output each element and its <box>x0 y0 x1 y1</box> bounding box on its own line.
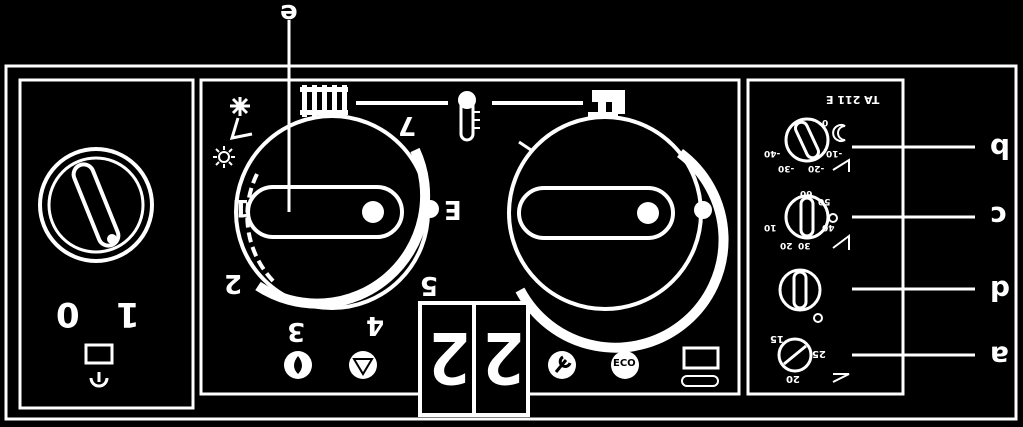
water-pointer <box>694 201 712 219</box>
eco-label: ECO <box>613 358 636 369</box>
heating-dial[interactable] <box>234 114 439 310</box>
heating-scale-2: 2 <box>224 268 243 298</box>
thermometer-icon <box>458 91 480 142</box>
thermostat-knob-d[interactable] <box>778 268 822 312</box>
heating-scale-4: 4 <box>366 310 385 340</box>
heating-scale-E: E <box>444 194 462 224</box>
tap-icon <box>588 90 625 117</box>
panel-housing <box>4 64 1018 421</box>
eco-button[interactable] <box>611 351 639 379</box>
heating-scale-5: 5 <box>420 270 439 300</box>
power-on-label: 1 <box>116 294 140 334</box>
heating-scale-1: 1 <box>233 194 250 222</box>
display-left-digit: 2 <box>428 316 471 398</box>
knob-b-scale-0: 0 <box>822 117 829 127</box>
callout-b-label: b <box>990 132 1011 165</box>
knob-a-scale-25: 25 <box>812 348 826 359</box>
reset-button[interactable] <box>284 351 312 379</box>
moon-icon <box>832 124 846 142</box>
heating-scale-3: 3 <box>287 316 306 346</box>
knob-c-scale-10: 10 <box>764 222 777 232</box>
knob-c-scale-50: 50 <box>818 196 831 206</box>
knob-c-scale-40: 40 <box>822 222 835 232</box>
thermostat-knob-c[interactable] <box>784 194 830 240</box>
wrench-icon <box>554 355 572 373</box>
display-right-digit: 2 <box>482 316 525 398</box>
sun-icon <box>213 146 235 168</box>
triangle-icon <box>352 358 374 376</box>
thermostat-compartment <box>746 78 905 396</box>
knob-c-scale-20: 20 <box>780 240 793 250</box>
wrench-button[interactable] <box>548 351 576 379</box>
callout-e-label: e <box>280 0 298 28</box>
knob-c-scale-30: 30 <box>798 240 811 250</box>
water-scale-thick <box>515 148 729 353</box>
knob-a-scale-15: 15 <box>770 333 784 344</box>
radiator-icon <box>300 85 348 117</box>
knob-c-scale-60: 60 <box>800 188 813 198</box>
service-button[interactable] <box>349 351 377 379</box>
mode-icons-right <box>813 158 850 383</box>
knob-b-scale-10: -10 <box>826 148 843 158</box>
power-icon <box>84 343 114 388</box>
power-off-label: 0 <box>56 294 80 334</box>
heating-scale-7: 7 <box>398 110 417 140</box>
hot-water-dial[interactable] <box>507 115 729 353</box>
thermostat-knob-b[interactable] <box>784 117 830 163</box>
power-compartment <box>18 78 195 410</box>
callout-d-label: d <box>990 274 1011 307</box>
callout-c-label: c <box>990 200 1007 233</box>
callout-a-label: a <box>990 340 1009 373</box>
knob-b-scale-20: -20 <box>808 163 825 173</box>
digit-display <box>418 301 530 417</box>
snowflake-icon <box>229 97 253 140</box>
thermostat-knob-a[interactable] <box>777 337 813 373</box>
knob-b-scale-40: -40 <box>764 148 781 158</box>
flame-icon <box>294 356 302 374</box>
heating-pointer <box>421 200 439 218</box>
thermostat-title: TA 211 E <box>826 93 880 106</box>
power-switch-knob[interactable] <box>38 147 154 263</box>
knob-b-scale-30: -30 <box>778 163 795 173</box>
knob-a-scale-20: 20 <box>786 373 800 384</box>
screen-indicator-icon <box>681 346 720 387</box>
